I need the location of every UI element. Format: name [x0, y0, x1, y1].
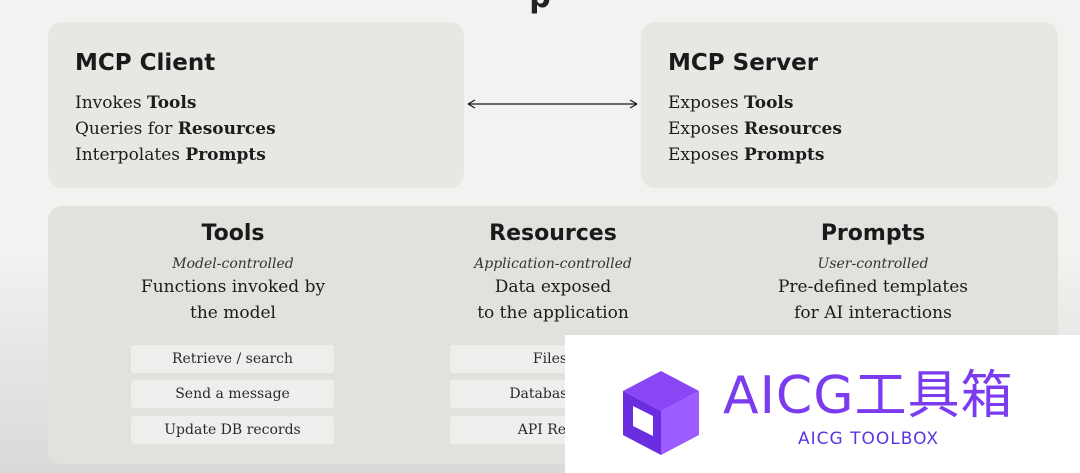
tool-example-chip: Retrieve / search	[131, 345, 334, 373]
line-prefix: Exposes	[668, 93, 745, 113]
prompts-title: Prompts	[820, 221, 926, 246]
resources-desc-line1: Data exposed	[494, 277, 612, 297]
server-line-tools: Exposes Tools	[668, 90, 842, 116]
prompts-desc-line2: for AI interactions	[794, 303, 952, 323]
tools-desc-line2: the model	[190, 303, 276, 323]
resources-desc-line2: to the application	[477, 303, 629, 323]
resources-control: Application-controlled	[474, 256, 632, 272]
tool-example-chip: Send a message	[131, 380, 334, 408]
tool-example-chip: Update DB records	[131, 416, 334, 444]
line-bold: Resources	[744, 119, 842, 139]
client-title: MCP Client	[75, 50, 216, 76]
prompts-desc-line1: Pre-defined templates	[777, 277, 969, 297]
client-lines: Invokes Tools Queries for Resources Inte…	[75, 90, 276, 168]
tools-control: Model-controlled	[172, 256, 294, 272]
line-prefix: Invokes	[75, 93, 147, 113]
server-line-resources: Exposes Resources	[668, 116, 842, 142]
client-line-resources: Queries for Resources	[75, 116, 276, 142]
mcp-server-card: MCP Server Exposes Tools Exposes Resourc…	[641, 22, 1058, 188]
line-prefix: Queries for	[75, 119, 178, 139]
line-bold: Resources	[177, 119, 276, 139]
tools-title: Tools	[201, 221, 265, 246]
watermark-text: AICG工具箱	[723, 366, 1014, 426]
line-prefix: Interpolates	[75, 145, 186, 165]
resources-column: Resources Application-controlled Data ex…	[403, 206, 703, 326]
line-bold: Prompts	[744, 145, 825, 165]
aicg-logo-icon	[623, 371, 699, 455]
resources-title: Resources	[489, 221, 617, 246]
tools-column: Tools Model-controlled Functions invoked…	[83, 206, 383, 326]
watermark-subtext: AICG TOOLBOX	[798, 429, 940, 449]
prompts-column: Prompts User-controlled Pre-defined temp…	[723, 206, 1023, 326]
line-prefix: Exposes	[668, 119, 745, 139]
prompts-control: User-controlled	[817, 256, 929, 272]
line-bold: Tools	[744, 93, 794, 113]
line-bold: Tools	[147, 93, 197, 113]
partial-heading: p	[0, 0, 1080, 15]
line-prefix: Exposes	[668, 145, 745, 165]
line-bold: Prompts	[185, 145, 266, 165]
watermark-overlay: AICG工具箱 AICG TOOLBOX	[565, 335, 1080, 473]
mcp-client-card: MCP Client Invokes Tools Queries for Res…	[48, 22, 464, 188]
server-lines: Exposes Tools Exposes Resources Exposes …	[668, 90, 842, 168]
client-line-tools: Invokes Tools	[75, 90, 276, 116]
tools-desc-line1: Functions invoked by	[140, 277, 326, 297]
server-title: MCP Server	[668, 50, 819, 76]
client-line-prompts: Interpolates Prompts	[75, 142, 276, 168]
server-line-prompts: Exposes Prompts	[668, 142, 842, 168]
bidirectional-arrow-icon	[467, 99, 638, 109]
